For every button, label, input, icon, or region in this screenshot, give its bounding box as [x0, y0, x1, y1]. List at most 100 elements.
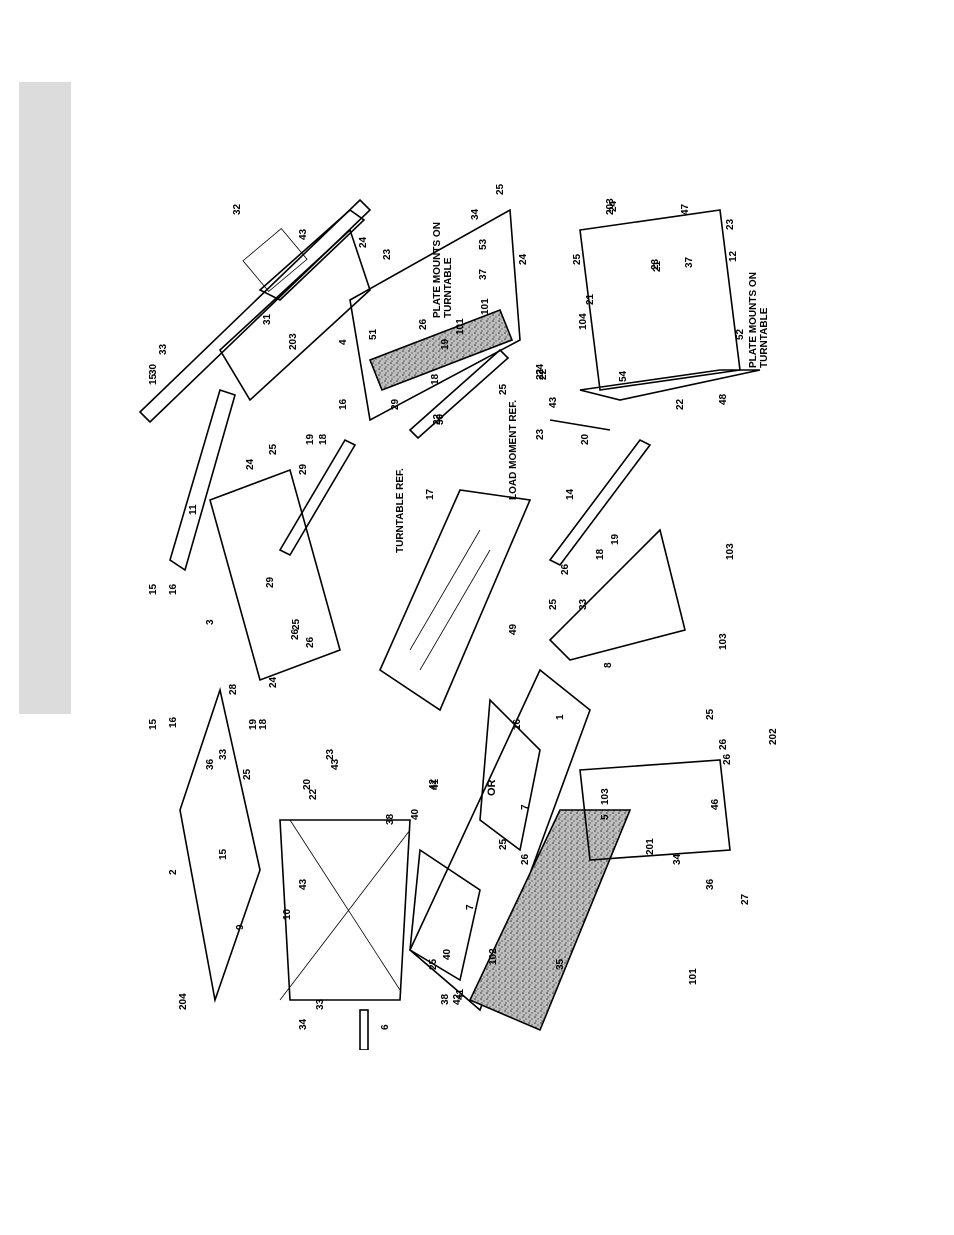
callout-number: 24 [358, 236, 369, 248]
callout-number: 3 [205, 619, 216, 625]
turntable-frame [378, 489, 532, 712]
callout-number: 25 [548, 598, 559, 610]
callout-number: 104 [578, 313, 589, 330]
or-label: OR [486, 779, 498, 797]
callout-number: 22 [675, 398, 686, 410]
callout-number: 43 [548, 396, 559, 408]
callout-number: 19 [610, 533, 621, 545]
callout-number: 40 [410, 808, 421, 820]
callout-number: 101 [455, 318, 466, 335]
callout-number: 25 [572, 253, 583, 265]
box-part-7 [409, 698, 541, 982]
callout-number: 27 [740, 893, 751, 905]
callout-number: 5 [600, 814, 611, 820]
frame-part-10 [279, 819, 411, 1001]
foam-part-53 [368, 308, 514, 392]
callout-number: 53 [478, 238, 489, 250]
callout-number: 202 [768, 728, 779, 745]
callout-number: 103 [725, 543, 736, 560]
frame-part-30 [138, 198, 372, 424]
callout-number: 23 [725, 218, 736, 230]
bar-part-6 [359, 1009, 369, 1050]
callout-number: 201 [645, 838, 656, 855]
baseplate-part-1 [409, 668, 591, 1012]
callout-number: 48 [718, 393, 729, 405]
callout-number: 26 [305, 636, 316, 648]
callout-number: 24 [518, 253, 529, 265]
plate-part-5 [579, 759, 731, 861]
callout-number: 20 [580, 433, 591, 445]
callout-number: 2 [168, 869, 179, 875]
callout-number: 203 [605, 198, 616, 215]
callout-number: 43 [330, 758, 341, 770]
callout-number: 17 [425, 488, 436, 500]
callout-number: 7 [520, 804, 531, 810]
plate-part-2 [179, 687, 261, 1004]
callout-number: 26 [290, 628, 301, 640]
callout-number: 19 [305, 433, 316, 445]
callout-number: 15 [148, 373, 159, 385]
callout-number: 12 [728, 250, 739, 262]
callout-number: 26 [722, 753, 733, 765]
callout-number: 25 [705, 708, 716, 720]
callout-number: 103 [600, 788, 611, 805]
callout-number: 25 [495, 183, 506, 195]
callout-number: 24 [245, 458, 256, 470]
callout-number: 30 [148, 363, 159, 375]
callout-number: 19 [248, 718, 259, 730]
callout-number: 7 [465, 904, 476, 910]
page-side-tab [19, 82, 71, 714]
callout-number: 103 [718, 633, 729, 650]
callout-number: 23 [382, 248, 393, 260]
callout-number: 8 [603, 662, 614, 668]
callout-number: 204 [178, 993, 189, 1010]
callout-number: 4 [338, 339, 349, 345]
plate-mounts-label-1: PLATE MOUNTS ON TURNTABLE [432, 222, 454, 318]
frame-part-31 [218, 228, 371, 402]
callout-number: 14 [565, 488, 576, 500]
callout-number: 37 [478, 268, 489, 280]
callout-number: 32 [232, 203, 243, 215]
callout-number: 37 [684, 256, 695, 268]
callout-number: 30 [435, 413, 446, 425]
callout-number: 102 [488, 948, 499, 965]
callout-number: 23 [535, 428, 546, 440]
callout-number: 38 [440, 993, 451, 1005]
callout-number: 6 [380, 1024, 391, 1030]
callout-number: 43 [298, 228, 309, 240]
callout-number: 26 [520, 853, 531, 865]
callout-number: 31 [262, 313, 273, 325]
rod-part-20 [549, 419, 611, 431]
callout-number: 49 [508, 623, 519, 635]
callout-number: 16 [168, 716, 179, 728]
callout-number: 18 [318, 433, 329, 445]
callout-number: 25 [242, 768, 253, 780]
callout-number: 25 [428, 958, 439, 970]
foam-part-51 [468, 809, 632, 1032]
callout-number: 25 [498, 383, 509, 395]
callout-number: 203 [288, 333, 299, 350]
callout-number: 29 [265, 576, 276, 588]
callout-number: 36 [205, 758, 216, 770]
turntable-ref-label: TURNTABLE REF. [395, 468, 406, 553]
callout-number: 18 [595, 548, 606, 560]
callout-number: 16 [338, 398, 349, 410]
callout-number: 52 [735, 328, 746, 340]
callout-number: 42 [428, 778, 439, 790]
callout-number: 29 [390, 398, 401, 410]
panel-part-8 [548, 528, 686, 661]
callout-number: 34 [470, 208, 481, 220]
callout-number: 22 [308, 788, 319, 800]
callout-number: 33 [578, 598, 589, 610]
callout-number: 38 [385, 813, 396, 825]
bracket-part-29 [278, 348, 510, 557]
callout-number: 16 [168, 583, 179, 595]
callout-number: 101 [480, 298, 491, 315]
callout-number: 16 [512, 718, 523, 730]
callout-number: 29 [298, 463, 309, 475]
callout-number: 34 [298, 1018, 309, 1030]
callout-number: 11 [188, 504, 199, 515]
callout-number: 47 [680, 203, 691, 215]
callout-number: 33 [158, 343, 169, 355]
